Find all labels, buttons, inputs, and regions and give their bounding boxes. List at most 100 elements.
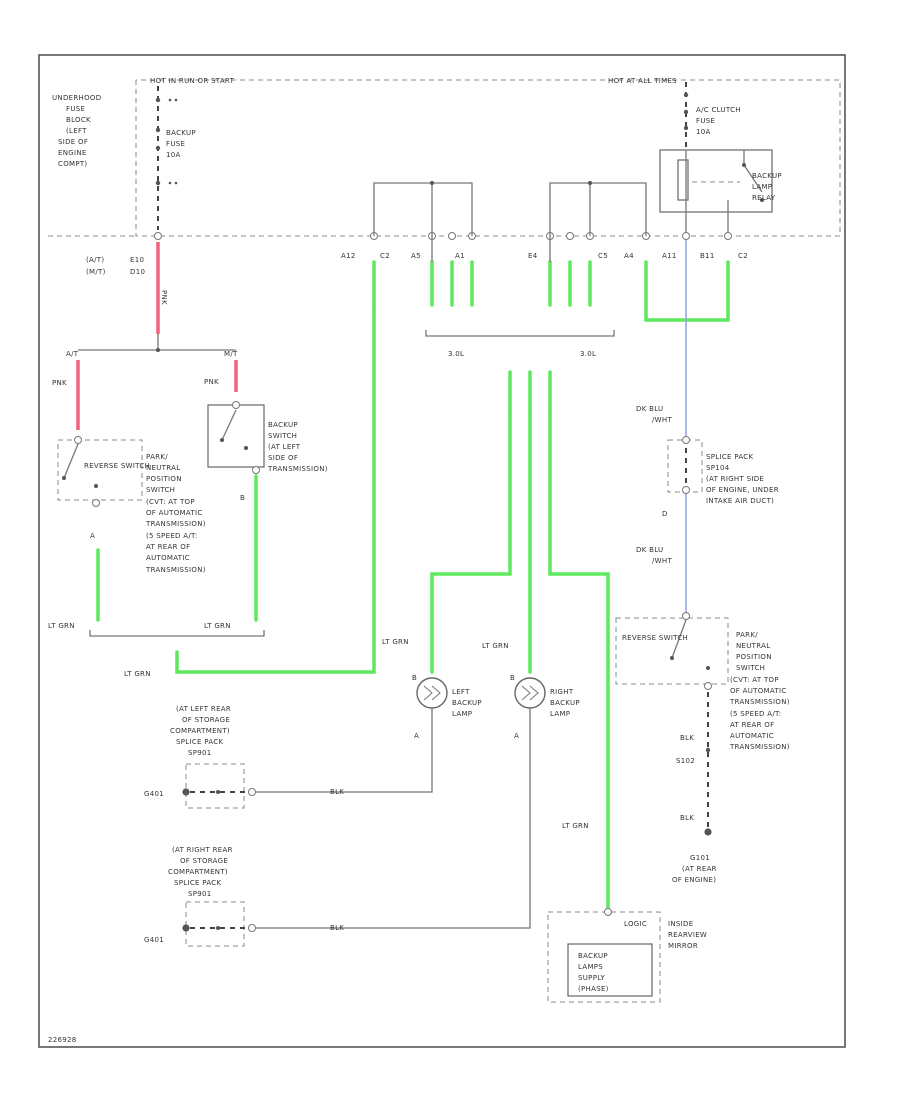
switch-pin: D xyxy=(662,510,668,518)
pin-label: D10 xyxy=(130,268,145,276)
engine-label-left: 3.0L xyxy=(448,350,464,358)
backup-switch-line: SWITCH xyxy=(268,432,297,440)
branch-at: A/T xyxy=(66,350,79,358)
mirror-line: MIRROR xyxy=(668,942,698,950)
ground-icon xyxy=(704,828,712,836)
wire-color: LT GRN xyxy=(382,638,409,646)
backup-fuse: BACKUP FUSE 10A xyxy=(155,86,196,230)
left-lamp-line: LEFT xyxy=(452,688,470,696)
pn-line: AUTOMATIC xyxy=(730,732,774,740)
ground-engine-line: OF ENGINE) xyxy=(672,876,716,884)
fuse-block-line: COMPT) xyxy=(58,160,87,168)
pin-label: B11 xyxy=(700,252,715,260)
branch-mt: M/T xyxy=(224,350,238,358)
wire-color: BLK xyxy=(330,788,344,796)
svg-text:BACKUP: BACKUP xyxy=(578,952,608,960)
svg-text:(5 SPEED A/T:: (5 SPEED A/T: xyxy=(146,532,197,540)
relay-line: BACKUP xyxy=(752,172,782,180)
pn-line: OF AUTOMATIC xyxy=(730,687,787,695)
svg-text:LEFT: LEFT xyxy=(452,688,470,696)
pn-line: TRANSMISSION) xyxy=(145,566,206,574)
wire-color: BLK xyxy=(680,814,694,822)
ground-icon xyxy=(182,788,190,796)
wire-color: PNK xyxy=(52,379,67,387)
svg-text:SUPPLY: SUPPLY xyxy=(578,974,605,982)
svg-text:SP104: SP104 xyxy=(706,464,730,472)
pn-line: POSITION xyxy=(736,653,772,661)
svg-text:OF STORAGE: OF STORAGE xyxy=(180,857,228,865)
splice-s102: S102 xyxy=(676,757,695,765)
pn-line: (CVT: AT TOP xyxy=(146,498,195,506)
svg-text:UNDERHOOD: UNDERHOOD xyxy=(52,94,101,102)
pin-label: C5 xyxy=(598,252,608,260)
wire-color: LT GRN xyxy=(562,822,589,830)
svg-text:ENGINE: ENGINE xyxy=(58,149,87,157)
pin-label: E10 xyxy=(130,256,144,264)
svg-text:RELAY: RELAY xyxy=(752,194,776,202)
fuse-block-line: BLOCK xyxy=(66,116,91,124)
rail-left-label: HOT IN RUN OR START xyxy=(150,77,235,85)
svg-text:PARK/: PARK/ xyxy=(146,453,168,461)
switch-pin: A xyxy=(90,532,95,540)
left-backup-lamp: B LEFT BACKUP LAMP A BLK xyxy=(252,674,482,796)
pin-prefix-mt: (M/T) xyxy=(86,268,106,276)
splice-pack-line: INTAKE AIR DUCT) xyxy=(706,497,774,505)
svg-text:AT REAR OF: AT REAR OF xyxy=(146,543,190,551)
svg-text:TRANSMISSION): TRANSMISSION) xyxy=(729,698,790,706)
wire-color: LT GRN xyxy=(48,622,75,630)
pin-label: A4 xyxy=(624,252,634,260)
svg-text:POSITION: POSITION xyxy=(736,653,772,661)
svg-text:POSITION: POSITION xyxy=(146,475,182,483)
svg-text:(AT RIGHT SIDE: (AT RIGHT SIDE xyxy=(706,475,764,483)
svg-text:BACKUP: BACKUP xyxy=(452,699,482,707)
ac-fuse-line: A/C CLUTCH xyxy=(696,106,741,114)
svg-text:SWITCH: SWITCH xyxy=(268,432,297,440)
pn-line: SWITCH xyxy=(146,486,175,494)
svg-text:FUSE: FUSE xyxy=(696,117,715,125)
fuse-block-label: UNDERHOOD FUSE BLOCK (LEFT SIDE OF ENGIN… xyxy=(52,94,101,168)
left-splice-line: SPLICE PACK xyxy=(176,738,223,746)
dkblu-splice: DK BLU /WHT SPLICE PACK SP104 (AT RIGHT … xyxy=(636,240,779,612)
lamp-feeds: LT GRN LT GRN LT GRN xyxy=(382,410,610,910)
mirror-line: REARVIEW xyxy=(668,931,707,939)
svg-text:SIDE OF: SIDE OF xyxy=(268,454,298,462)
wire-color: PNK xyxy=(204,378,219,386)
lamp-pin: A xyxy=(414,732,419,740)
reverse-switch-left: REVERSE SWITCH A xyxy=(57,436,150,540)
svg-text:SIDE OF: SIDE OF xyxy=(58,138,88,146)
svg-text:TRANSMISSION): TRANSMISSION) xyxy=(729,743,790,751)
engine-ground: BLK S102 BLK G101 (AT REAR OF ENGINE) xyxy=(672,692,717,884)
right-backup-lamp: B RIGHT BACKUP LAMP A BLK xyxy=(252,674,580,932)
svg-text:COMPARTMENT): COMPARTMENT) xyxy=(168,868,228,876)
pn-line: (5 SPEED A/T: xyxy=(146,532,197,540)
right-splice-line: SP901 xyxy=(188,890,212,898)
backup-switch-line: TRANSMISSION) xyxy=(267,465,328,473)
rail-right-label: HOT AT ALL TIMES xyxy=(608,77,677,85)
svg-text:SWITCH: SWITCH xyxy=(146,486,175,494)
svg-text:OF AUTOMATIC: OF AUTOMATIC xyxy=(146,509,203,517)
pin-label: A1 xyxy=(455,252,465,260)
pin-label: C2 xyxy=(380,252,390,260)
svg-text:SP901: SP901 xyxy=(188,890,212,898)
pn-line: OF AUTOMATIC xyxy=(146,509,203,517)
svg-text:LAMP: LAMP xyxy=(752,183,772,191)
svg-text:FUSE: FUSE xyxy=(66,105,85,113)
engine-option-wires: 3.0L 3.0L xyxy=(372,236,730,414)
wire-color: LT GRN xyxy=(204,622,231,630)
svg-text:PARK/: PARK/ xyxy=(736,631,758,639)
splice-pack-line: SPLICE PACK xyxy=(706,453,753,461)
pn-line: AT REAR OF xyxy=(146,543,190,551)
svg-text:(AT REAR: (AT REAR xyxy=(682,865,717,873)
lamp-pin: B xyxy=(412,674,417,682)
backup-lamp-relay: BACKUP LAMP RELAY xyxy=(659,149,782,236)
svg-text:COMPARTMENT): COMPARTMENT) xyxy=(170,727,230,735)
svg-text:MIRROR: MIRROR xyxy=(668,942,698,950)
splice-pack-line: SP104 xyxy=(706,464,730,472)
pn-switch-left-label: PARK/ NEUTRAL POSITION SWITCH (CVT: AT T… xyxy=(145,453,206,574)
ac-fuse-line: FUSE xyxy=(696,117,715,125)
right-lamp-line: LAMP xyxy=(550,710,570,718)
left-splice-line: (AT LEFT REAR xyxy=(176,705,231,713)
right-lamp-line: RIGHT xyxy=(550,688,574,696)
svg-text:(5 SPEED A/T:: (5 SPEED A/T: xyxy=(730,710,781,718)
